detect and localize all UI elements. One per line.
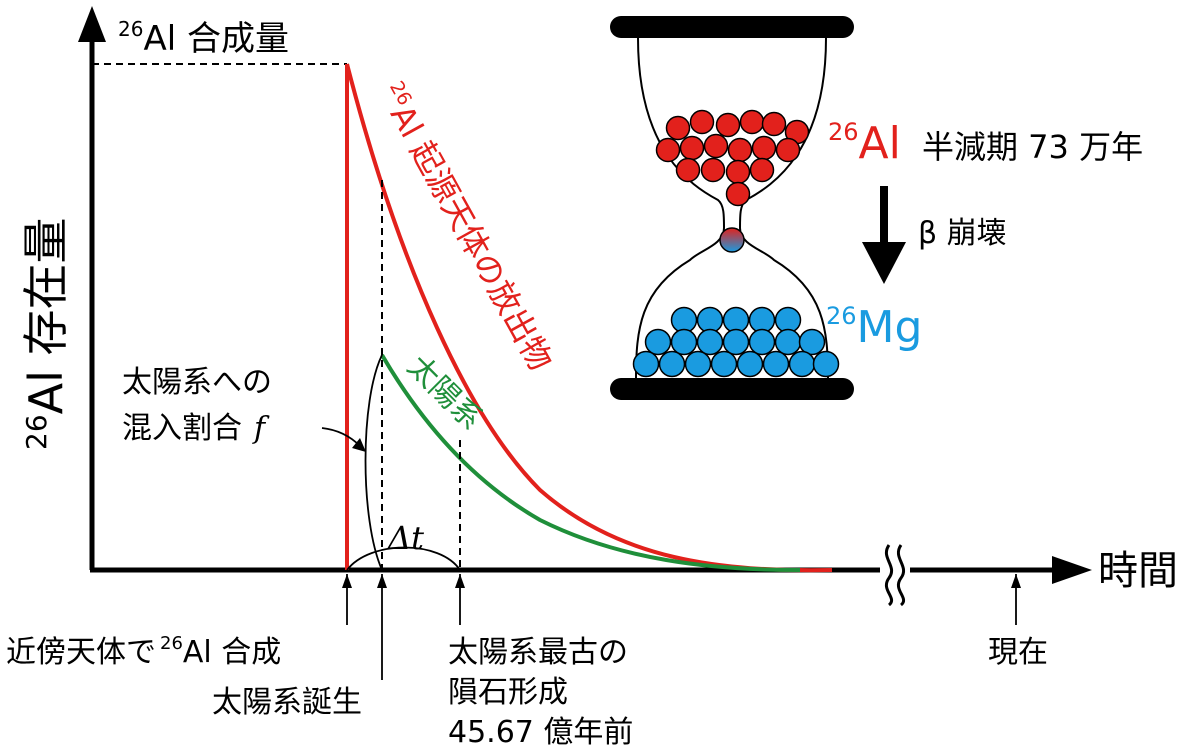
al26-atom (751, 135, 777, 161)
synthesis-level-text: Al 合成量 (143, 19, 289, 59)
y-axis-arrow-icon (78, 6, 106, 42)
al26-atom (727, 137, 753, 163)
x-axis-label: 時間 (1098, 548, 1178, 594)
al26-atom (775, 137, 801, 163)
al26-label: 26Al (828, 118, 901, 169)
mg26-atom (670, 328, 698, 356)
source-ejecta-label: 26Al 起源天体の放出物 (371, 77, 560, 376)
meteorite-event-line3: 45.67 億年前 (448, 715, 633, 750)
mg26-atom (658, 350, 686, 378)
mixing-pointer-arrow-icon (352, 438, 366, 452)
mg26-atom (736, 350, 764, 378)
half-life-label: 半減期 73 万年 (922, 128, 1143, 166)
al26-atom (689, 109, 715, 135)
mixing-fraction-arc (364, 354, 383, 571)
mg26-atom (798, 328, 826, 356)
mg26-atom (762, 350, 790, 378)
solar-birth-event-label: 太陽系誕生 (212, 685, 362, 720)
delta-t-arc (346, 546, 461, 571)
al26-atom (739, 109, 765, 135)
svg-text:26Al 存在量: 26Al 存在量 (19, 217, 73, 450)
source-ejecta-text: Al 起源天体の放出物 (383, 99, 560, 377)
al26-atom (679, 135, 705, 161)
solar-system-label: 太陽系 (400, 349, 488, 437)
mg26-atom (684, 350, 712, 378)
mg26-atom (696, 328, 724, 356)
mg26-atom (632, 350, 660, 378)
mg26-atom (812, 350, 840, 378)
meteorite-event-line2: 隕石形成 (448, 675, 568, 710)
solar-system-curve (380, 353, 801, 572)
x-axis (90, 556, 1092, 584)
solar-birth-event-arrow (377, 574, 387, 680)
mg26-atom (644, 328, 672, 356)
y-axis (78, 6, 106, 570)
al26-atom (715, 112, 741, 138)
wavy-break-icon (880, 544, 910, 607)
y-axis-label: 26Al 存在量 (19, 217, 73, 450)
al26-atom (703, 133, 729, 159)
mg26-atoms (632, 306, 840, 378)
mixing-pointer-line (321, 427, 361, 447)
arrow-down-icon (862, 186, 906, 284)
mg26-label: 26Mg (826, 302, 922, 353)
al26-atom (761, 111, 787, 137)
mg26-atom (722, 328, 750, 356)
al26-atoms (655, 109, 810, 207)
present-event-arrow (1011, 574, 1021, 625)
al26-atom (665, 115, 691, 141)
present-event-label: 現在 (988, 635, 1048, 670)
y-axis-label-text: Al 存在量 (19, 217, 73, 414)
al26-atom (655, 137, 681, 163)
hourglass-icon (610, 16, 854, 400)
svg-text:太陽系: 太陽系 (400, 349, 488, 437)
meteorite-event-line1: 太陽系最古の (448, 635, 628, 670)
mg26-atom (774, 328, 802, 356)
mg26-atom (788, 350, 816, 378)
decaying-atom (719, 227, 745, 253)
synthesis-event-arrow (342, 574, 352, 625)
meteorite-event-arrow (455, 574, 465, 625)
mixing-label-line1: 太陽系への (122, 365, 272, 400)
al26-atom (725, 181, 751, 207)
mg26-atom (710, 350, 738, 378)
x-axis-arrow-icon (1052, 556, 1092, 584)
decay-label: β 崩壊 (918, 216, 1007, 251)
al26-atom (725, 159, 751, 185)
al26-atom (700, 157, 726, 183)
al26-atom (749, 157, 775, 183)
svg-text:26Al 起源天体の放出物: 26Al 起源天体の放出物 (371, 77, 560, 376)
delta-t-label: Δt (386, 519, 424, 557)
al26-atom (675, 157, 701, 183)
y-axis-label-prefix: 26 (20, 414, 53, 450)
synthesis-level-prefix: 26 (118, 17, 143, 41)
mg26-atom (748, 328, 776, 356)
synthesis-level-label: 26Al 合成量 (118, 17, 289, 59)
